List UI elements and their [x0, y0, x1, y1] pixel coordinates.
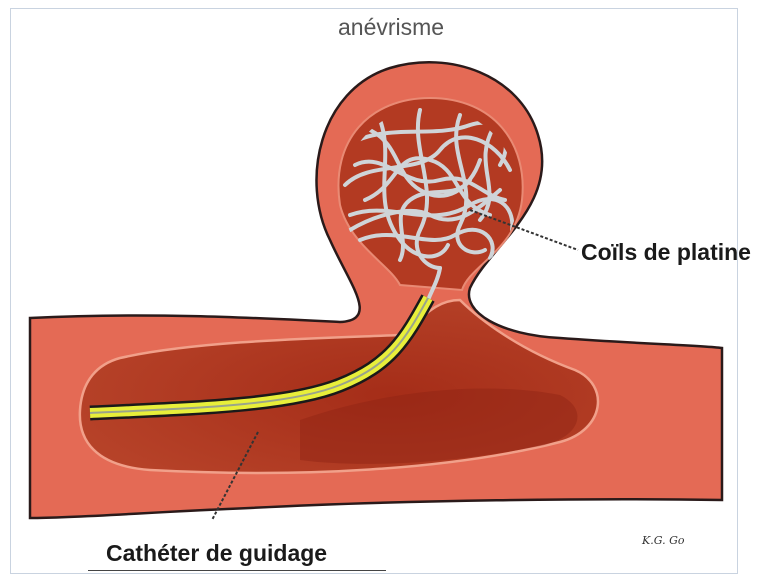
artist-signature: K.G. Go	[642, 534, 685, 547]
aneurysm-title: anévrisme	[338, 14, 444, 41]
coils-label: Coïls de platine	[581, 239, 751, 266]
catheter-label-underline	[88, 570, 386, 571]
catheter-label: Cathéter de guidage	[106, 540, 327, 567]
